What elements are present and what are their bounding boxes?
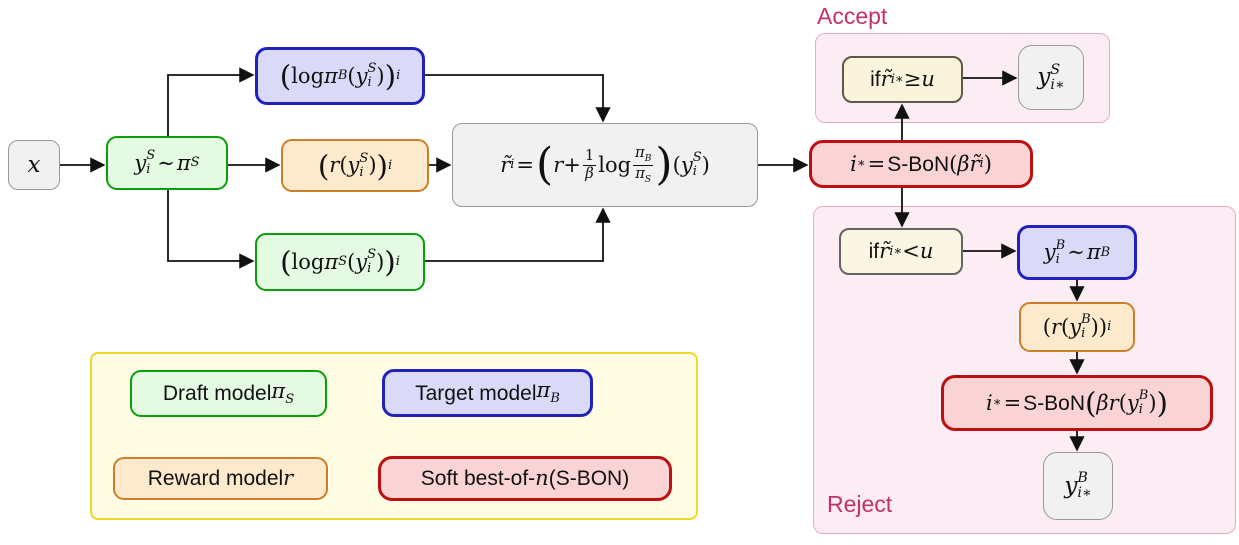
legend-reward-model: Reward model r: [113, 457, 328, 500]
arrow-logpis-to-formula: [425, 207, 611, 262]
arrow-logpib-to-formula: [425, 74, 611, 123]
reject-label: Reject: [827, 491, 893, 517]
accept-label: Accept: [817, 3, 888, 29]
legend-target-model: Target model πB: [382, 369, 593, 417]
legend-draft-model: Draft model πS: [130, 370, 327, 417]
node-accept-condition: if r̃i∗ ≥ u: [842, 56, 963, 103]
legend-sbon: Soft best-of-n (S-BON): [378, 456, 672, 501]
node-input: x: [8, 140, 60, 190]
arrow-sample-to-logpis: [167, 190, 255, 269]
arrow-sample-to-logpib: [167, 67, 255, 136]
node-reject-condition: if r̃i∗ < u: [839, 228, 963, 275]
